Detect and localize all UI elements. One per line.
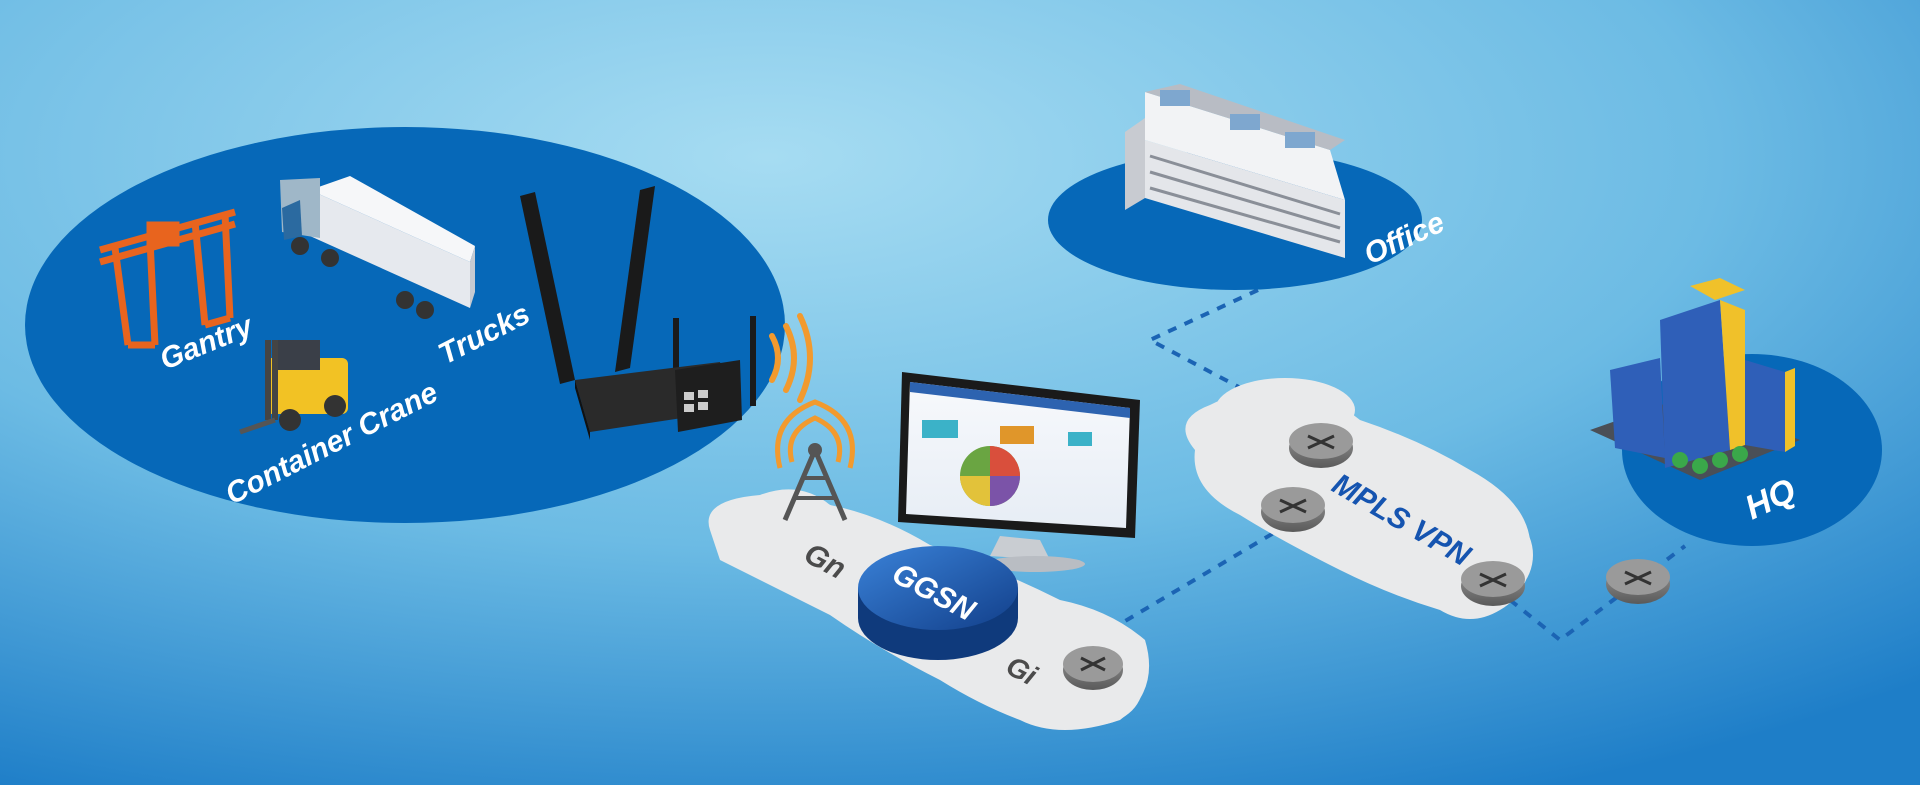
gantry-icon [99, 208, 236, 349]
link-office-to-mpls [1145, 288, 1321, 432]
field-zone: Gantry Trucks Container Crane [25, 127, 785, 523]
link-gi-to-mpls [1108, 526, 1284, 632]
pie-chart-thumbnail [960, 446, 1020, 506]
field-zone-ellipse [25, 127, 785, 523]
router-hq-edge-icon [1606, 559, 1670, 604]
router-gi-icon [1063, 646, 1123, 690]
cellular-router-icon [520, 186, 756, 440]
truck-icon [280, 176, 475, 319]
container-crane-icon [239, 340, 348, 435]
mpls-vpn-cloud: MPLS VPN [1185, 378, 1533, 619]
office-site: Office [1048, 84, 1450, 290]
wireless-signal-icon [769, 313, 813, 403]
router-mpls-3-icon [1461, 561, 1525, 606]
router-mpls-2-icon [1261, 487, 1325, 532]
monitor-icon [898, 372, 1140, 572]
hq-site: HQ [1590, 278, 1882, 546]
cell-tower-icon [775, 399, 855, 521]
router-mpls-1-icon [1289, 423, 1353, 468]
ggsn-disk: GGSN [858, 546, 1018, 660]
office-building-icon [1125, 84, 1345, 258]
hq-buildings-icon [1590, 278, 1800, 480]
